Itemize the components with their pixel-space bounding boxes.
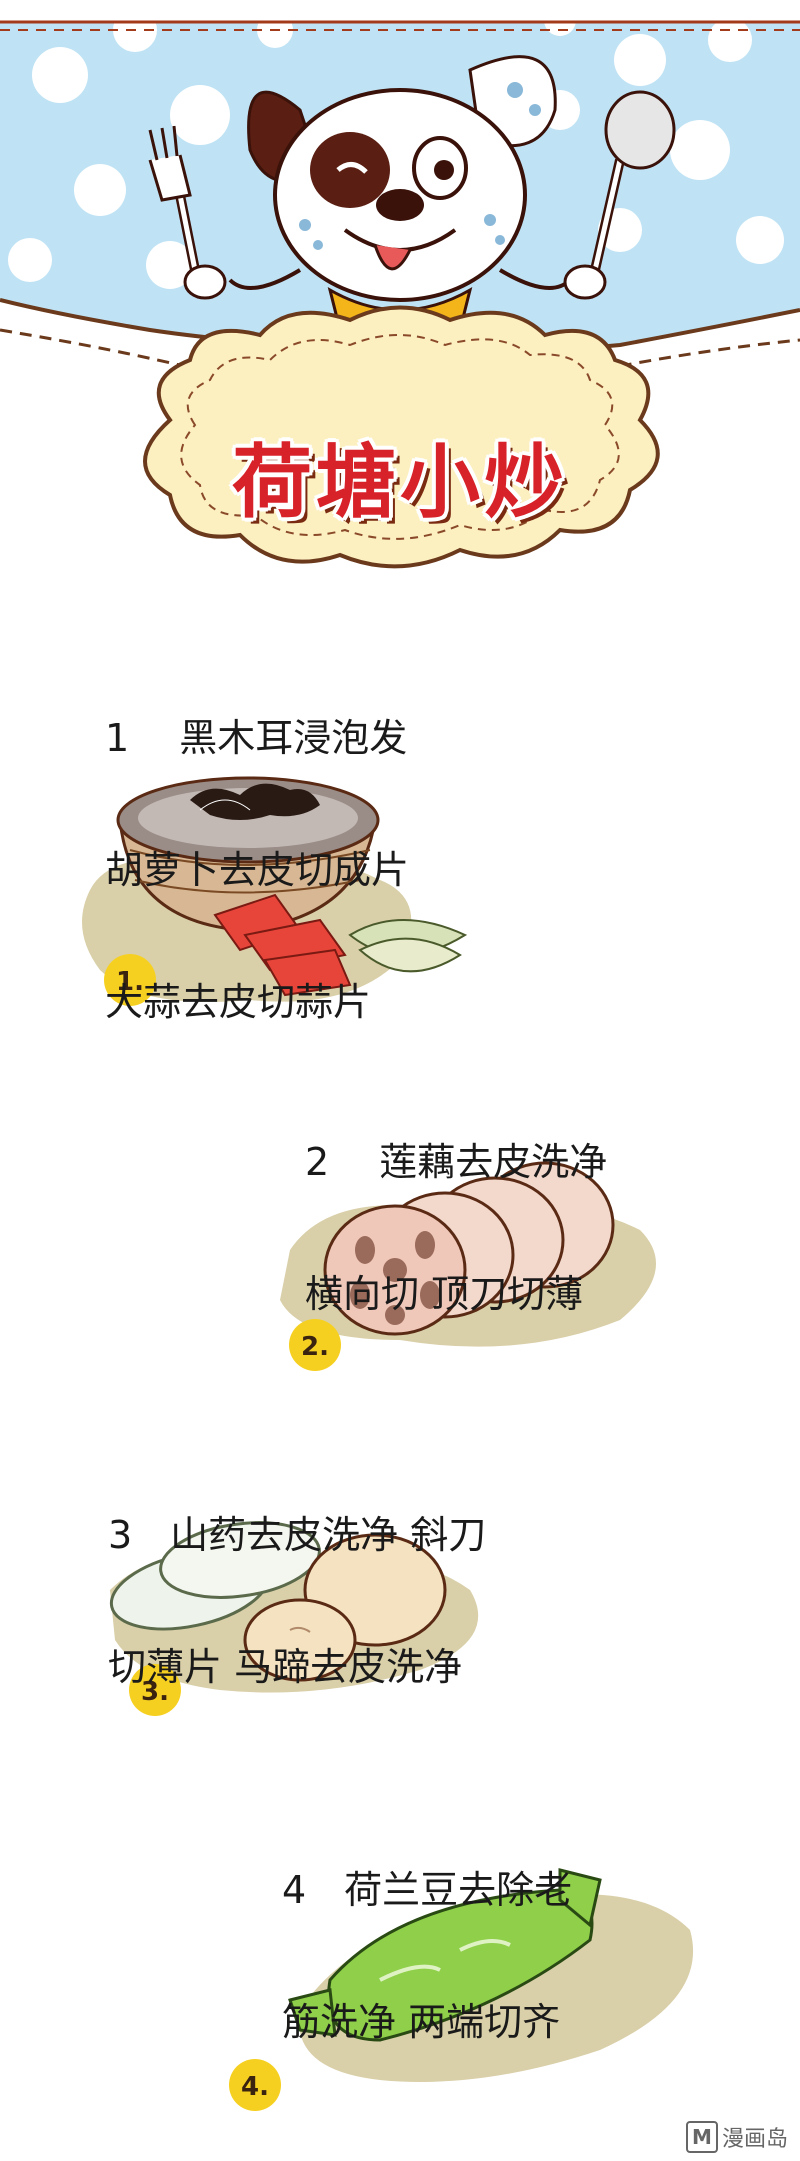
step-4-line-1: 4 荷兰豆去除老 [282, 1868, 573, 1912]
watermark-logo-icon: M [685, 2121, 718, 2153]
step-2-illustration: 2. [280, 1161, 656, 1371]
watermark-text: 漫画岛 [721, 2127, 788, 2152]
svg-text:1.: 1. [116, 967, 144, 997]
badge-3: 3. [129, 1664, 181, 1716]
step-4-text: 4 荷兰豆去除老 筋洗净 两端切齐 [282, 1780, 572, 2132]
step-3-text: 3 山药去皮洗净 斜刀 切薄片 马蹄去皮洗净 [108, 1425, 486, 1777]
step-1-line-3: 大蒜去皮切蒜片 [105, 980, 372, 1024]
recipe-title: 荷塘小炒 [232, 436, 568, 529]
snow-pea-icon [288, 1868, 602, 2042]
watermark: M 漫画岛 [685, 2121, 788, 2153]
cloud-banner-icon [143, 305, 660, 569]
step-2-line-1: 2 莲藕去皮洗净 [305, 1140, 608, 1184]
step-2-line-2: 横向切 顶刀切薄 [305, 1272, 584, 1316]
spoon-icon [563, 90, 676, 300]
bowl-icon [116, 776, 380, 932]
step-1-line-1: 1 黑木耳浸泡发 [105, 716, 408, 760]
dog-mascot-icon [228, 55, 572, 339]
svg-text:3.: 3. [141, 1677, 169, 1707]
svg-text:4.: 4. [241, 2072, 269, 2102]
fork-icon [148, 125, 227, 300]
lotus-root-icon [323, 1161, 615, 1336]
badge-4: 4. [229, 2059, 281, 2111]
step-1-text: 1 黑木耳浸泡发 胡萝卜去皮切成片 大蒜去皮切蒜片 [105, 628, 409, 1112]
badge-1: 1. [104, 954, 156, 1006]
badge-2: 2. [289, 1319, 341, 1371]
carrot-slices-icon [213, 893, 352, 997]
step-2-text: 2 莲藕去皮洗净 横向切 顶刀切薄 [305, 1052, 607, 1404]
step-3-illustration: 3. [109, 1521, 479, 1716]
step-3-line-1: 3 山药去皮洗净 斜刀 [108, 1513, 487, 1557]
step-4-illustration: 4. [229, 1868, 694, 2111]
step-1-line-2: 胡萝卜去皮切成片 [105, 848, 410, 892]
step-3-line-2: 切薄片 马蹄去皮洗净 [108, 1645, 463, 1689]
step-1-illustration: 1. [82, 776, 468, 1006]
step-4-line-2: 筋洗净 两端切齐 [282, 2000, 561, 2044]
yam-slices-icon [109, 1521, 447, 1682]
garlic-icon [348, 919, 468, 973]
svg-text:2.: 2. [301, 1332, 329, 1362]
